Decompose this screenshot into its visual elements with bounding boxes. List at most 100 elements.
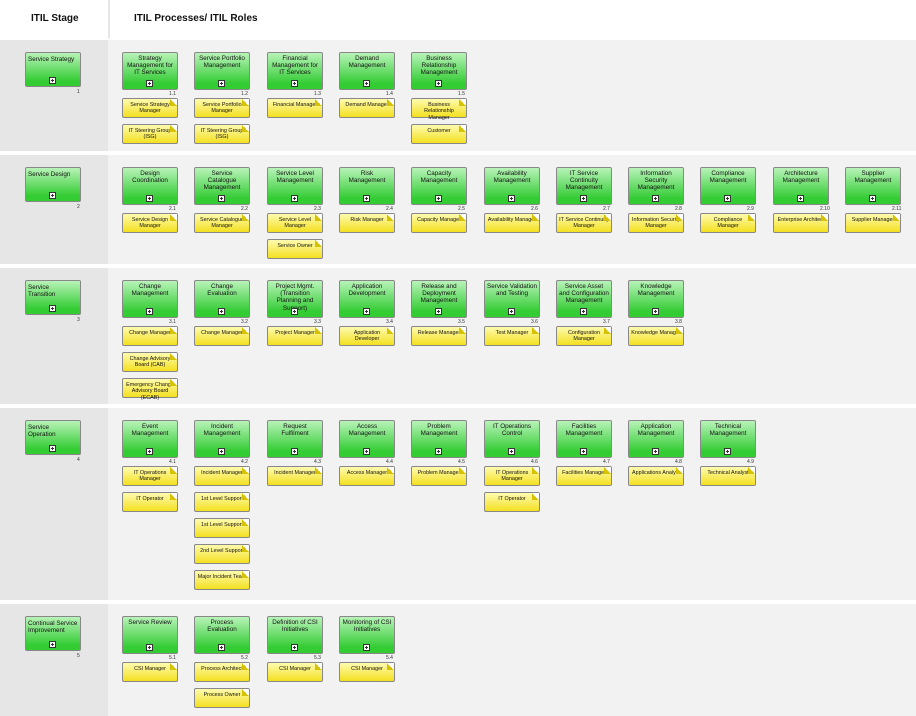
process-box[interactable]: Demand Management <box>339 52 395 90</box>
expand-icon[interactable] <box>652 308 659 315</box>
expand-icon[interactable] <box>291 195 298 202</box>
expand-icon[interactable] <box>146 448 153 455</box>
role-note[interactable]: Incident Manager <box>194 466 250 486</box>
process-box[interactable]: Knowledge Management <box>628 280 684 318</box>
role-note[interactable]: IT Steering Group (ISG) <box>122 124 178 144</box>
process-box[interactable]: Technical Management <box>700 420 756 458</box>
expand-icon[interactable] <box>49 445 56 452</box>
expand-icon[interactable] <box>291 448 298 455</box>
stage-box[interactable]: Service Operation <box>25 420 81 455</box>
expand-icon[interactable] <box>218 195 225 202</box>
process-box[interactable]: Service Level Management <box>267 167 323 205</box>
expand-icon[interactable] <box>508 195 515 202</box>
expand-icon[interactable] <box>363 644 370 651</box>
role-note[interactable]: Risk Manager <box>339 213 395 233</box>
role-note[interactable]: Project Manager <box>267 326 323 346</box>
role-note[interactable]: IT Service Continuity Manager <box>556 213 612 233</box>
role-note[interactable]: CSI Manager <box>267 662 323 682</box>
expand-icon[interactable] <box>580 308 587 315</box>
role-note[interactable]: Test Manager <box>484 326 540 346</box>
expand-icon[interactable] <box>580 448 587 455</box>
expand-icon[interactable] <box>363 308 370 315</box>
expand-icon[interactable] <box>435 448 442 455</box>
role-note[interactable]: Process Owner <box>194 688 250 708</box>
stage-box[interactable]: Service Strategy <box>25 52 81 87</box>
role-note[interactable]: Technical Analyst <box>700 466 756 486</box>
process-box[interactable]: Facilities Management <box>556 420 612 458</box>
role-note[interactable]: Change Advisory Board (CAB) <box>122 352 178 372</box>
role-note[interactable]: Change Manager <box>122 326 178 346</box>
process-box[interactable]: Business Relationship Management <box>411 52 467 90</box>
process-box[interactable]: Service Portfolio Management <box>194 52 250 90</box>
role-note[interactable]: Demand Manager <box>339 98 395 118</box>
process-box[interactable]: Capacity Management <box>411 167 467 205</box>
role-note[interactable]: Financial Manager <box>267 98 323 118</box>
process-box[interactable]: Event Management <box>122 420 178 458</box>
process-box[interactable]: Problem Management <box>411 420 467 458</box>
process-box[interactable]: Monitoring of CSI Initiatives <box>339 616 395 654</box>
process-box[interactable]: Availability Management <box>484 167 540 205</box>
role-note[interactable]: 2nd Level Support <box>194 544 250 564</box>
process-box[interactable]: Release and Deployment Management <box>411 280 467 318</box>
expand-icon[interactable] <box>435 308 442 315</box>
expand-icon[interactable] <box>363 80 370 87</box>
role-note[interactable]: Business Relationship Manager <box>411 98 467 121</box>
process-box[interactable]: Service Asset and Configuration Manageme… <box>556 280 612 318</box>
role-note[interactable]: Service Design Manager <box>122 213 178 233</box>
role-note[interactable]: Change Manager <box>194 326 250 346</box>
role-note[interactable]: IT Operator <box>484 492 540 512</box>
role-note[interactable]: Incident Manager <box>267 466 323 486</box>
role-note[interactable]: Information Security Manager <box>628 213 684 233</box>
role-note[interactable]: Process Architect <box>194 662 250 682</box>
expand-icon[interactable] <box>291 644 298 651</box>
expand-icon[interactable] <box>363 448 370 455</box>
process-box[interactable]: Request Fulfilment <box>267 420 323 458</box>
process-box[interactable]: Access Management <box>339 420 395 458</box>
role-note[interactable]: IT Operations Manager <box>122 466 178 486</box>
expand-icon[interactable] <box>580 195 587 202</box>
expand-icon[interactable] <box>218 308 225 315</box>
expand-icon[interactable] <box>218 448 225 455</box>
expand-icon[interactable] <box>49 641 56 648</box>
role-note[interactable]: IT Operations Manager <box>484 466 540 486</box>
process-box[interactable]: Service Review <box>122 616 178 654</box>
expand-icon[interactable] <box>652 195 659 202</box>
expand-icon[interactable] <box>291 308 298 315</box>
process-box[interactable]: Definition of CSI Initiatives <box>267 616 323 654</box>
expand-icon[interactable] <box>797 195 804 202</box>
process-box[interactable]: Compliance Management <box>700 167 756 205</box>
process-box[interactable]: IT Service Continuity Management <box>556 167 612 205</box>
role-note[interactable]: Service Strategy Manager <box>122 98 178 118</box>
process-box[interactable]: Information Security Management <box>628 167 684 205</box>
stage-box[interactable]: Service Transition <box>25 280 81 315</box>
process-box[interactable]: Strategy Management for IT Services <box>122 52 178 90</box>
expand-icon[interactable] <box>218 644 225 651</box>
process-box[interactable]: IT Operations Control <box>484 420 540 458</box>
role-note[interactable]: IT Operator <box>122 492 178 512</box>
process-box[interactable]: Application Management <box>628 420 684 458</box>
expand-icon[interactable] <box>363 195 370 202</box>
expand-icon[interactable] <box>49 305 56 312</box>
process-box[interactable]: Design Coordination <box>122 167 178 205</box>
process-box[interactable]: Incident Management <box>194 420 250 458</box>
process-box[interactable]: Process Evaluation <box>194 616 250 654</box>
role-note[interactable]: Application Developer <box>339 326 395 346</box>
role-note[interactable]: Knowledge Manager <box>628 326 684 346</box>
expand-icon[interactable] <box>652 448 659 455</box>
process-box[interactable]: Service Validation and Testing <box>484 280 540 318</box>
expand-icon[interactable] <box>146 195 153 202</box>
expand-icon[interactable] <box>435 195 442 202</box>
process-box[interactable]: Financial Management for IT Services <box>267 52 323 90</box>
role-note[interactable]: Service Catalogue Manager <box>194 213 250 233</box>
role-note[interactable]: Facilities Manager <box>556 466 612 486</box>
expand-icon[interactable] <box>146 308 153 315</box>
role-note[interactable]: Access Manager <box>339 466 395 486</box>
role-note[interactable]: Customer <box>411 124 467 144</box>
expand-icon[interactable] <box>869 195 876 202</box>
expand-icon[interactable] <box>724 448 731 455</box>
process-box[interactable]: Project Mgmt. (Transition Planning and S… <box>267 280 323 318</box>
process-box[interactable]: Application Development <box>339 280 395 318</box>
role-note[interactable]: CSI Manager <box>339 662 395 682</box>
role-note[interactable]: Compliance Manager <box>700 213 756 233</box>
stage-box[interactable]: Service Design <box>25 167 81 202</box>
